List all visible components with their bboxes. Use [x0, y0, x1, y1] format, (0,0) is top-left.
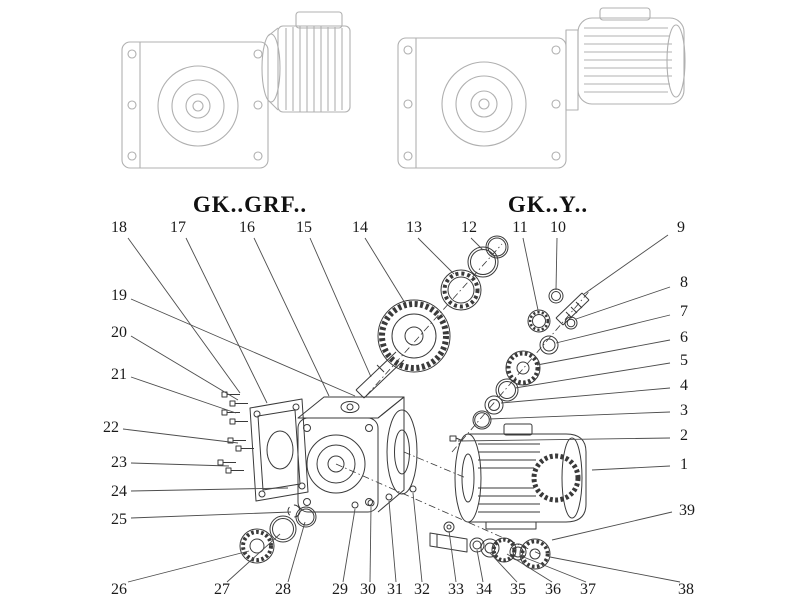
model-label-gk-y: GK..Y.. — [507, 192, 589, 217]
leader-line-5 — [514, 362, 671, 389]
leader-line-38 — [549, 556, 681, 583]
leader-line-9 — [583, 234, 669, 295]
housing — [297, 396, 418, 513]
part-number-1: 1 — [680, 456, 688, 473]
leader-line-6 — [536, 339, 671, 366]
leader-line-36 — [506, 553, 553, 583]
leader-line-20 — [130, 335, 239, 401]
part-number-7: 7 — [680, 303, 688, 320]
part-number-39: 39 — [679, 502, 695, 519]
part-number-18: 18 — [111, 219, 127, 236]
leader-line-39 — [551, 511, 673, 541]
leader-line-34 — [476, 549, 484, 583]
part-number-30: 30 — [360, 581, 376, 598]
part-number-27: 27 — [214, 581, 230, 598]
motor — [454, 423, 587, 530]
leader-lines — [122, 234, 681, 583]
part-number-2: 2 — [680, 427, 688, 444]
leader-line-29 — [342, 508, 356, 583]
leader-line-25 — [130, 511, 292, 519]
part-number-32: 32 — [414, 581, 430, 598]
drawing-gk-grf — [121, 11, 351, 169]
leader-line-19 — [130, 298, 356, 397]
input-pinion — [527, 288, 590, 333]
leader-line-16 — [253, 237, 330, 397]
leader-line-1 — [591, 465, 671, 471]
part-number-20: 20 — [111, 324, 127, 341]
part-number-29: 29 — [332, 581, 348, 598]
drawing-gk-y — [397, 7, 686, 169]
leader-line-4 — [500, 387, 671, 404]
part-number-31: 31 — [387, 581, 403, 598]
part-number-23: 23 — [111, 454, 127, 471]
leader-line-12 — [470, 237, 484, 251]
part-number-37: 37 — [580, 581, 596, 598]
leader-line-14 — [364, 237, 406, 304]
leader-line-21 — [130, 376, 237, 414]
leader-line-18 — [127, 237, 241, 394]
part-number-19: 19 — [111, 287, 127, 304]
leader-line-17 — [185, 237, 268, 404]
part-number-10: 10 — [550, 219, 566, 236]
assembly-axes — [335, 243, 593, 555]
flange-plate — [249, 398, 309, 502]
part-number-6: 6 — [680, 329, 688, 346]
leader-line-30 — [369, 506, 372, 583]
part-number-15: 15 — [296, 219, 312, 236]
part-number-25: 25 — [111, 511, 127, 528]
part-number-12: 12 — [461, 219, 477, 236]
part-number-35: 35 — [510, 581, 526, 598]
seal-rings — [239, 504, 317, 564]
part-number-22: 22 — [103, 419, 119, 436]
part-number-13: 13 — [406, 219, 422, 236]
part-number-3: 3 — [680, 402, 688, 419]
part-number-26: 26 — [111, 581, 127, 598]
part-number-16: 16 — [239, 219, 255, 236]
leader-line-33 — [448, 530, 457, 583]
part-number-5: 5 — [680, 352, 688, 369]
leader-line-27 — [226, 533, 281, 583]
mounting-bolts — [217, 391, 254, 474]
leader-line-13 — [417, 237, 455, 275]
leader-line-37 — [520, 555, 587, 583]
part-number-21: 21 — [111, 366, 127, 383]
upper-bearing-and-rings — [440, 235, 509, 311]
part-number-36: 36 — [545, 581, 561, 598]
leader-line-10 — [555, 237, 558, 291]
part-number-34: 34 — [476, 581, 492, 598]
leader-line-31 — [388, 500, 397, 583]
leader-line-28 — [287, 521, 306, 583]
part-number-38: 38 — [678, 581, 694, 598]
part-number-11: 11 — [512, 219, 528, 236]
part-number-33: 33 — [448, 581, 464, 598]
leader-line-22 — [122, 428, 239, 444]
leader-line-15 — [309, 237, 372, 378]
part-number-8: 8 — [680, 274, 688, 291]
leader-line-35 — [489, 552, 518, 583]
leader-line-2 — [457, 437, 671, 442]
main-gear-shaft — [355, 299, 451, 399]
leader-line-26 — [127, 550, 250, 583]
part-number-28: 28 — [275, 581, 291, 598]
part-number-4: 4 — [680, 377, 688, 394]
part-number-17: 17 — [170, 219, 186, 236]
leader-line-24 — [130, 487, 289, 492]
leader-line-7 — [555, 314, 671, 344]
part-number-24: 24 — [111, 483, 127, 500]
small-fasteners — [351, 435, 464, 533]
leader-line-8 — [575, 286, 671, 320]
model-label-gk-grf: GK..GRF.. — [192, 192, 308, 217]
leader-line-3 — [488, 411, 671, 420]
leader-line-11 — [522, 237, 539, 311]
bevel-gear-set — [472, 335, 559, 430]
leader-line-23 — [130, 462, 230, 467]
part-number-9: 9 — [677, 219, 685, 236]
leader-line-32 — [412, 492, 423, 583]
part-number-14: 14 — [352, 219, 368, 236]
output-shaft-assembly — [429, 532, 551, 570]
